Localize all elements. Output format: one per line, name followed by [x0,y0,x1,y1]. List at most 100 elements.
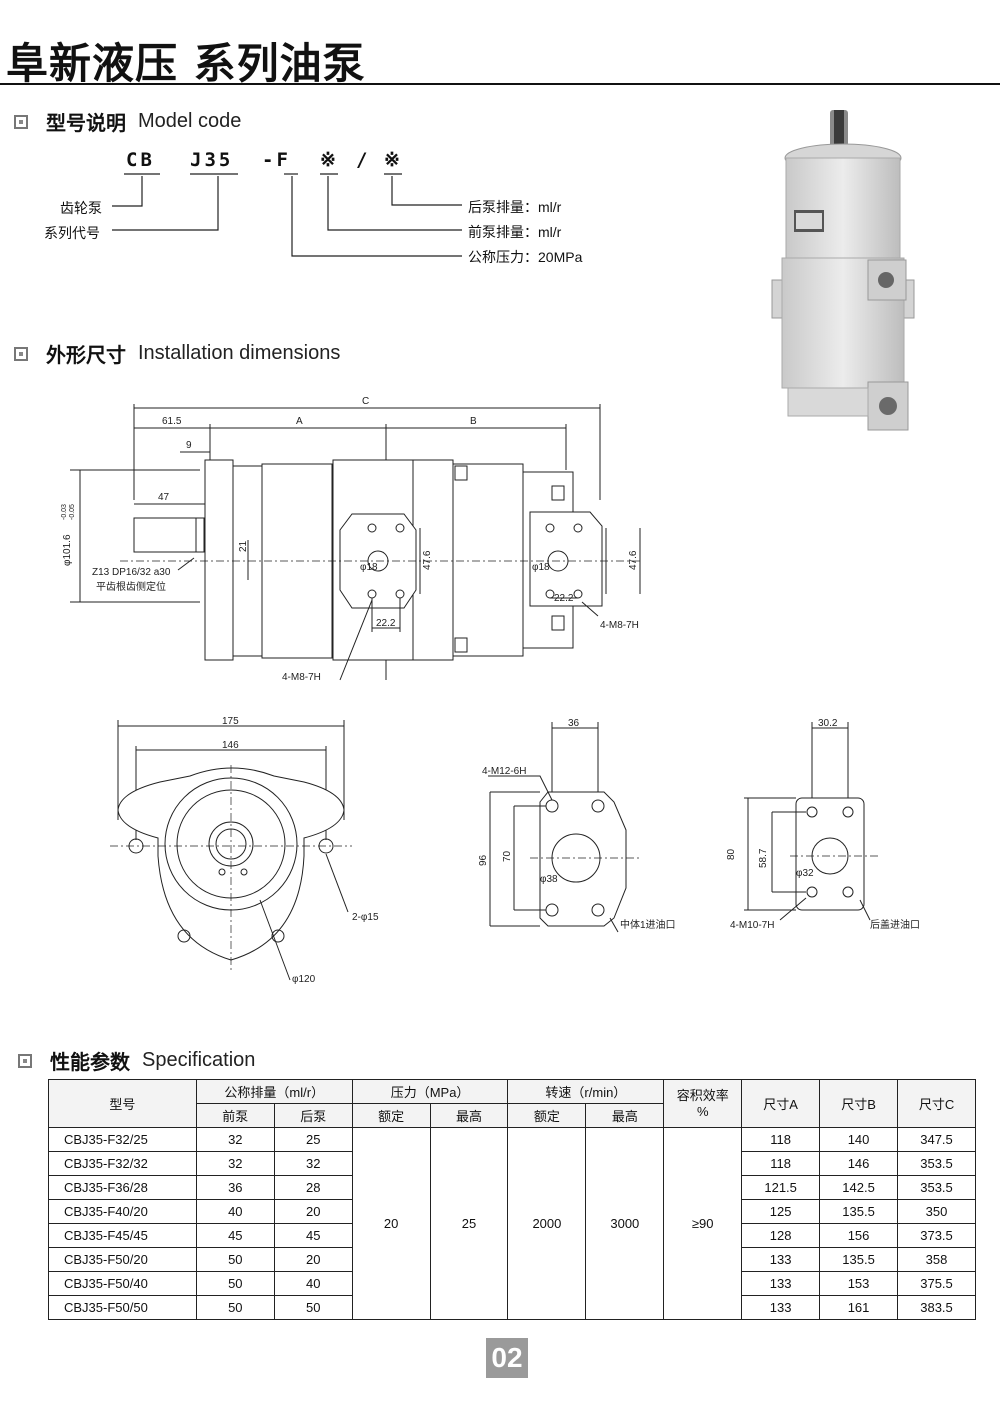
cell-dim-b: 142.5 [819,1175,899,1200]
cell-speed-max: 3000 [585,1127,665,1320]
front-port-22-2-label: 22.2 [376,618,396,629]
cell-model: CBJ35-F36/28 [48,1175,197,1200]
front-bolt-holes-label: 2-φ15 [352,912,379,923]
cell-model: CBJ35-F32/25 [48,1127,197,1152]
front-port-diameter-label: φ18 [360,562,378,573]
pump-photo [771,110,915,431]
dimensions-heading-zh: 外形尺寸 [46,345,126,367]
cell-dim-c: 383.5 [897,1295,976,1320]
model-code-heading: 型号说明 Model code [14,107,241,136]
port2-80-label: 80 [726,848,737,860]
port-view-1-drawing [488,722,640,933]
section-square-icon [14,346,28,361]
front-146-label: 146 [222,740,239,751]
specification-heading-zh: 性能参数 [50,1052,130,1074]
label-series-code: 系列代号 [44,225,100,241]
port1-96-label: 96 [478,854,489,866]
rear-port-diameter-label: φ18 [532,562,550,573]
front-pilot-diameter-label: φ120 [292,974,316,985]
dimensions-heading: 外形尺寸 Installation dimensions [14,339,340,368]
label-rear-displacement: 后泵排量：ml/r [468,199,562,215]
dim-c-label: C [362,396,369,407]
model-code-leader-lines [112,173,462,257]
dim-b-label: B [470,416,477,427]
cell-dim-a: 118 [741,1127,821,1152]
dim-a-label: A [296,416,303,427]
specification-heading-en: Specification [142,1049,256,1071]
port2-name-label: 后盖进油口 [870,918,920,931]
cell-dim-c: 358 [897,1247,976,1272]
cell-pressure-rated: 20 [351,1127,431,1320]
cell-efficiency: ≥90 [663,1127,743,1320]
header-pressure: 压力（MPa） [351,1079,509,1104]
dim-shaft-diameter-label: φ101.6 [62,534,73,566]
dim-tolerance-lower: -0.05 [69,504,76,520]
cell-dim-c: 375.5 [897,1271,976,1296]
rear-port-thread-label: 4-M8-7H [600,620,639,631]
cell-front: 32 [195,1151,275,1176]
dimensions-heading-en: Installation dimensions [138,342,341,364]
code-part-front-displacement: ※ [320,149,339,171]
table-row: CBJ35-F50/40 50 40 133 153 375.5 [48,1271,976,1296]
front-view-drawing [110,720,352,981]
cell-model: CBJ35-F50/50 [48,1295,197,1320]
section-square-icon [18,1053,32,1068]
header-speed: 转速（r/min） [507,1079,665,1104]
cell-speed-rated: 2000 [507,1127,587,1320]
dim-61-5-label: 61.5 [162,416,182,427]
header-front-pump: 前泵 [195,1103,275,1128]
header-efficiency: 容积效率 % [663,1079,743,1128]
code-part-slash: / [356,149,371,171]
model-code-heading-zh: 型号说明 [46,113,126,135]
cell-rear: 40 [273,1271,353,1296]
cell-dim-a: 133 [741,1247,821,1272]
model-code-heading-en: Model code [138,110,242,132]
header-rear-pump: 后泵 [273,1103,353,1128]
table-row: CBJ35-F50/50 50 50 133 161 383.5 [48,1295,976,1320]
cell-model: CBJ35-F40/20 [48,1199,197,1224]
cell-dim-a: 121.5 [741,1175,821,1200]
cell-model: CBJ35-F50/40 [48,1271,197,1296]
cell-dim-b: 135.5 [819,1247,899,1272]
code-part-rear-displacement: ※ [384,149,403,171]
cell-model: CBJ35-F50/20 [48,1247,197,1272]
header-dim-b: 尺寸B [819,1079,899,1128]
cell-dim-a: 118 [741,1151,821,1176]
cell-rear: 45 [273,1223,353,1248]
cell-dim-a: 133 [741,1295,821,1320]
table-row: CBJ35-F32/25 32 25 20 25 2000 3000 ≥90 1… [48,1127,976,1320]
cell-front: 36 [195,1175,275,1200]
cell-front: 40 [195,1199,275,1224]
cell-dim-c: 373.5 [897,1223,976,1248]
dim-tolerance-upper: -0.03 [61,504,68,520]
cell-rear: 28 [273,1175,353,1200]
page-number: 02 [486,1338,528,1378]
cell-dim-c: 353.5 [897,1175,976,1200]
cell-front: 50 [195,1271,275,1296]
cell-dim-c: 347.5 [897,1127,976,1152]
header-displacement: 公称排量（ml/r） [195,1079,353,1104]
side-view-drawing [70,404,641,681]
label-front-displacement: 前泵排量：ml/r [468,224,562,240]
cell-dim-c: 350 [897,1199,976,1224]
cell-front: 50 [195,1295,275,1320]
cell-rear: 32 [273,1151,353,1176]
cell-dim-b: 135.5 [819,1199,899,1224]
table-row: CBJ35-F45/45 45 45 128 156 373.5 [48,1223,976,1248]
specification-table: 型号 公称排量（ml/r） 压力（MPa） 转速（r/min） 容积效率 % 尺… [48,1079,976,1320]
port2-diameter-label: φ32 [796,868,814,879]
header-speed-max: 最高 [585,1103,665,1128]
cell-dim-b: 146 [819,1151,899,1176]
cell-dim-b: 140 [819,1127,899,1152]
port2-58-7-label: 58.7 [758,848,769,868]
cell-pressure-max: 25 [429,1127,509,1320]
port1-36-label: 36 [568,718,580,729]
header-pressure-rated: 额定 [351,1103,431,1128]
front-175-label: 175 [222,716,239,727]
port2-thread-label: 4-M10-7H [730,920,774,931]
cell-rear: 25 [273,1127,353,1152]
header-dim-a: 尺寸A [741,1079,821,1128]
cell-dim-a: 128 [741,1223,821,1248]
header-model: 型号 [48,1079,197,1128]
spline-spec-label: Z13 DP16/32 a30 [92,567,171,578]
